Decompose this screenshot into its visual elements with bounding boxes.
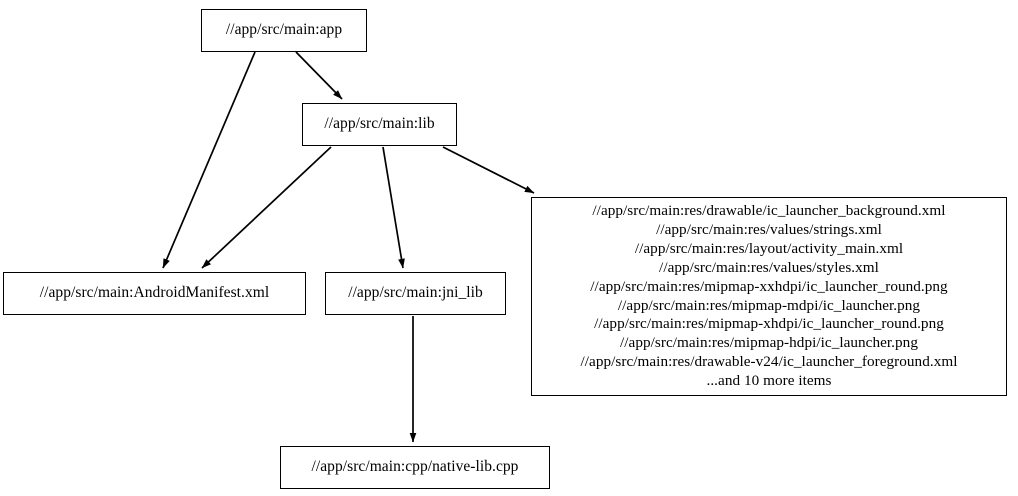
graph-node-resources-label: //app/src/main:res/drawable/ic_launcher_…	[581, 202, 958, 391]
graph-node-app-label: //app/src/main:app	[225, 21, 343, 39]
graph-node-jni-lib[interactable]: //app/src/main:jni_lib	[325, 272, 506, 315]
resource-line: //app/src/main:res/drawable/ic_launcher_…	[592, 201, 946, 219]
graph-node-androidmanifest-label: //app/src/main:AndroidManifest.xml	[39, 284, 270, 302]
graph-node-lib[interactable]: //app/src/main:lib	[302, 103, 457, 146]
resource-line: //app/src/main:res/layout/activity_main.…	[634, 239, 904, 257]
resource-line: //app/src/main:res/drawable-v24/ic_launc…	[580, 353, 958, 371]
resource-line: //app/src/main:res/values/strings.xml	[656, 220, 882, 238]
resource-more-items-label: ...and 10 more items	[706, 372, 832, 390]
graph-node-native-lib-cpp-label: //app/src/main:cpp/native-lib.cpp	[311, 458, 519, 476]
resource-line: //app/src/main:res/mipmap-mdpi/ic_launch…	[617, 296, 921, 314]
edge-lib-to-resources	[442, 146, 535, 194]
resource-line: //app/src/main:res/values/styles.xml	[659, 258, 879, 276]
edge-app-to-manifest	[162, 51, 256, 269]
edge-lib-to-jni	[382, 146, 405, 269]
edge-app-to-lib	[295, 51, 343, 100]
graph-node-resources[interactable]: //app/src/main:res/drawable/ic_launcher_…	[531, 197, 1007, 396]
graph-node-lib-label: //app/src/main:lib	[324, 115, 435, 133]
edge-lib-to-manifest	[201, 146, 332, 269]
resource-line: //app/src/main:res/mipmap-xxhdpi/ic_laun…	[590, 277, 948, 295]
resource-line: //app/src/main:res/mipmap-xhdpi/ic_launc…	[594, 315, 944, 333]
graph-node-native-lib-cpp[interactable]: //app/src/main:cpp/native-lib.cpp	[280, 446, 550, 489]
graph-node-jni-lib-label: //app/src/main:jni_lib	[348, 284, 483, 302]
graph-node-androidmanifest[interactable]: //app/src/main:AndroidManifest.xml	[3, 272, 306, 315]
resource-line: //app/src/main:res/mipmap-hdpi/ic_launch…	[620, 334, 918, 352]
graph-node-app[interactable]: //app/src/main:app	[201, 9, 367, 52]
